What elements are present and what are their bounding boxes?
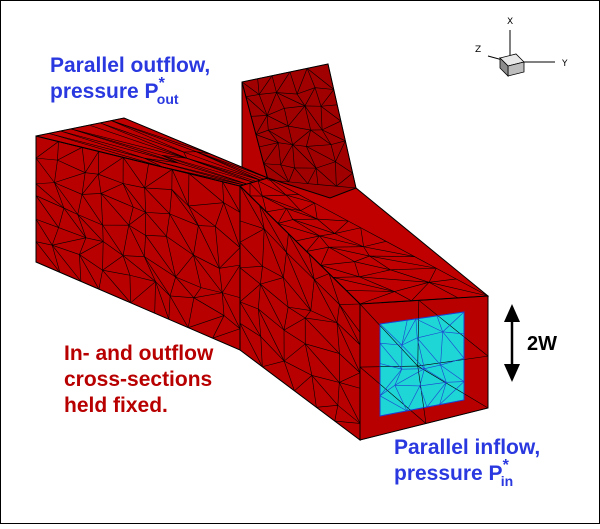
inflow-line1: Parallel inflow, xyxy=(394,436,540,459)
fixed-line1: In- and outflow xyxy=(64,342,214,365)
outflow-line1: Parallel outflow, xyxy=(50,54,210,77)
axis-y-label: Y xyxy=(561,59,568,69)
inflow-patch xyxy=(380,312,464,416)
inflow-line2: pressure P*in xyxy=(394,457,513,489)
axis-triad-icon: X Y Z xyxy=(475,17,568,76)
inflow-label: Parallel inflow, pressure P*in xyxy=(394,436,540,489)
axis-z-label: Z xyxy=(475,45,481,55)
outflow-label: Parallel outflow, pressure P*out xyxy=(50,54,210,107)
fixed-line2: cross-sections xyxy=(64,368,212,391)
fixed-label: In- and outflow cross-sections held fixe… xyxy=(64,342,214,417)
outflow-line2: pressure P*out xyxy=(50,75,179,107)
axis-x-label: X xyxy=(507,17,513,27)
double-arrow-icon xyxy=(504,304,520,382)
width-label: 2W xyxy=(527,333,557,355)
fixed-line3: held fixed. xyxy=(64,394,168,417)
